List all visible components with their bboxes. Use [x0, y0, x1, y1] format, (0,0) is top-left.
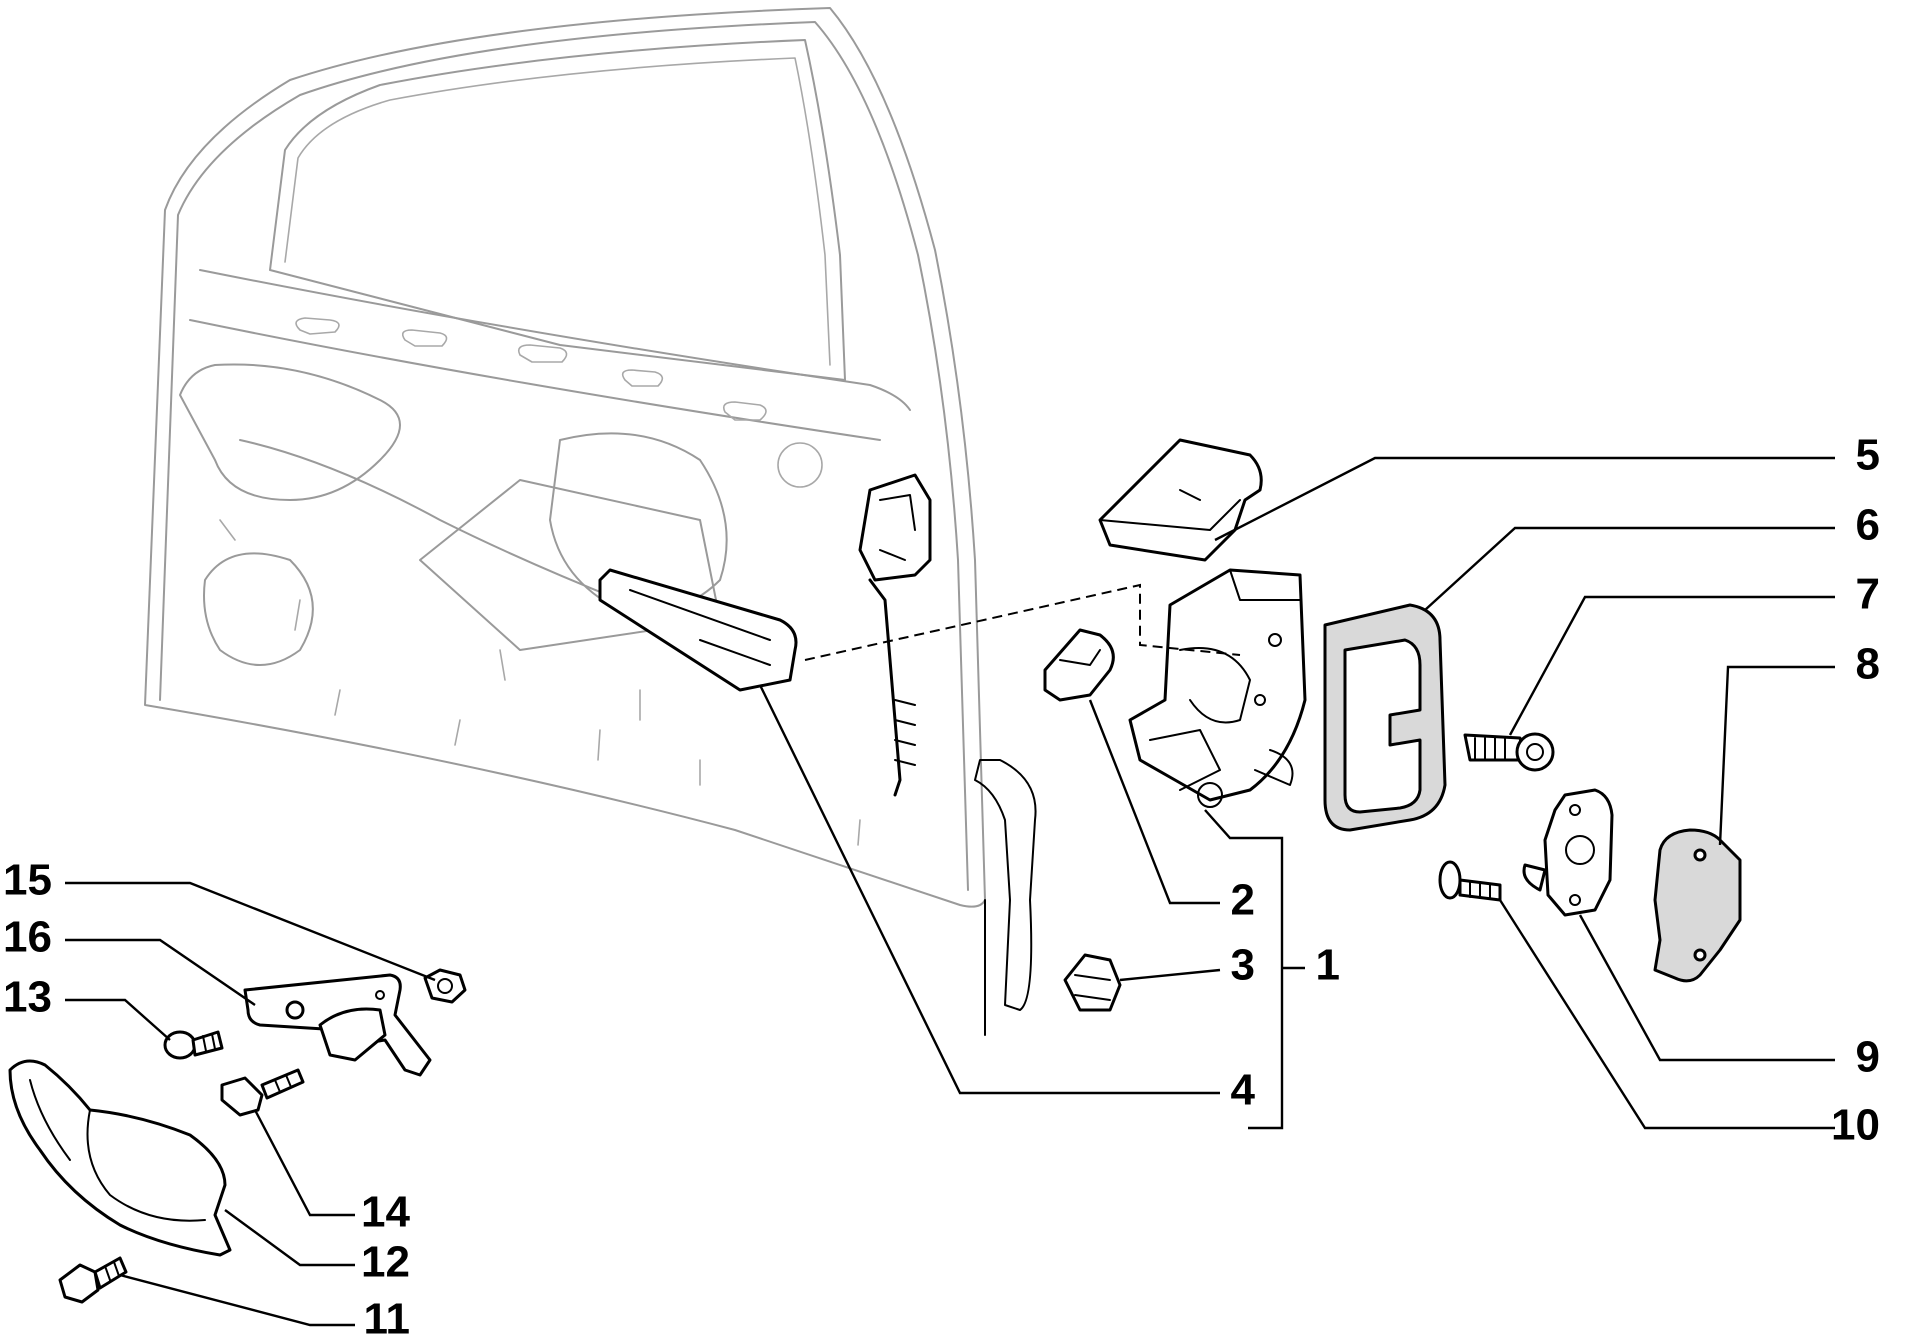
leader-15	[65, 881, 436, 982]
leader-1	[1204, 809, 1305, 1130]
callout-1: 1	[1316, 941, 1340, 990]
leader-4	[758, 684, 1220, 1095]
leader-3	[1119, 968, 1221, 982]
lock-cover-part-5	[1098, 438, 1263, 562]
leader-13	[65, 998, 171, 1041]
leader-12	[224, 1209, 355, 1267]
screw-part-10	[1438, 860, 1502, 902]
callout-5: 5	[1856, 431, 1880, 480]
callout-labels: 5 6 7 8 9 10 2 3 1 4 15 16 13 14 12 11	[3, 431, 1880, 1340]
clip-part-14	[220, 1068, 305, 1117]
leader-7	[1508, 595, 1835, 736]
gasket-part-6	[1323, 603, 1447, 832]
screw-part-13	[163, 1030, 224, 1060]
callout-7: 7	[1856, 570, 1880, 619]
leader-9	[1578, 914, 1835, 1062]
bolt-part-7	[1463, 732, 1555, 772]
callout-10: 10	[1831, 1101, 1880, 1150]
callout-14: 14	[361, 1188, 410, 1237]
callout-12: 12	[361, 1238, 410, 1287]
door-latch	[858, 473, 932, 582]
inner-handle-part-12	[8, 1059, 232, 1257]
door-shell	[144, 7, 986, 908]
leader-2	[1088, 699, 1220, 905]
leader-8	[1718, 665, 1835, 846]
callout-8: 8	[1856, 640, 1880, 689]
assembly-dashed-line	[804, 583, 1241, 661]
callout-15: 15	[3, 856, 52, 905]
callout-2: 2	[1231, 876, 1255, 925]
callout-9: 9	[1856, 1033, 1880, 1082]
leader-11	[119, 1273, 355, 1327]
switch-part-2	[1043, 628, 1115, 702]
striker-part-9	[1522, 788, 1614, 917]
nut-part-15	[423, 968, 467, 1004]
callout-6: 6	[1856, 501, 1880, 550]
lock-cylinder-part-3	[1063, 953, 1122, 1012]
door-lock-assembly-part-1	[1128, 568, 1307, 808]
leader-10	[1498, 899, 1835, 1130]
bolt-part-11	[58, 1256, 128, 1304]
release-handle-part-4	[598, 568, 1037, 1036]
callout-16: 16	[3, 913, 52, 962]
handle-bracket-part-16	[243, 973, 432, 1077]
callout-13: 13	[3, 973, 52, 1022]
callout-11: 11	[363, 1295, 410, 1340]
leader-5	[1214, 456, 1835, 542]
leader-16	[65, 938, 256, 1006]
leader-lines	[65, 456, 1835, 1327]
leader-14	[253, 1109, 355, 1217]
plate-part-8	[1653, 828, 1742, 983]
leader-6	[1424, 526, 1835, 611]
callout-4: 4	[1231, 1066, 1256, 1115]
callout-3: 3	[1231, 941, 1255, 990]
